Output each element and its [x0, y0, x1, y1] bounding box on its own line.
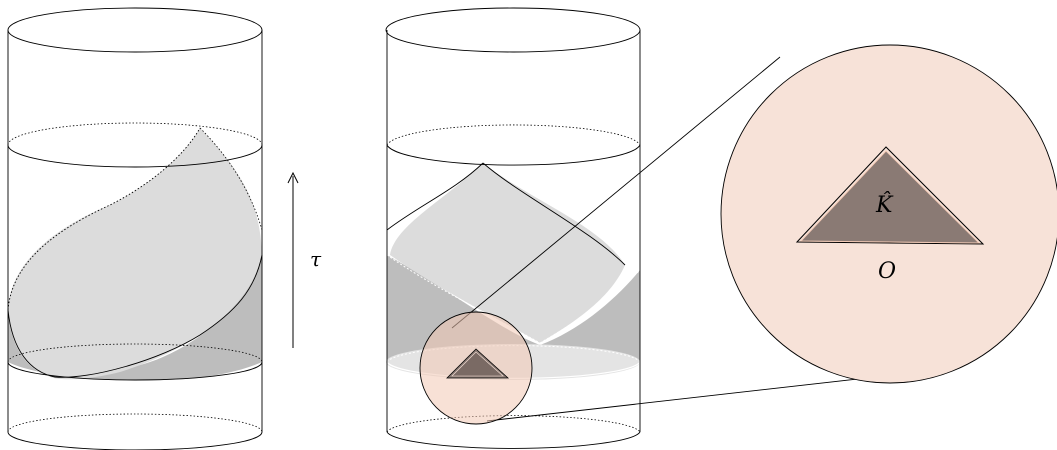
left-top-ellipse — [7, 7, 263, 53]
left-upper-boundary-right — [199, 127, 263, 231]
left-bottom-ellipse-back — [7, 413, 263, 433]
middle-light-surface — [390, 163, 625, 343]
zoomed-region-triangle-outline — [795, 146, 985, 245]
left-dark-band — [8, 255, 262, 381]
time-arrow: τ — [287, 171, 322, 348]
time-label: τ — [310, 247, 322, 271]
zoomed-view: K̂ O — [720, 44, 1057, 384]
middle-middle-ellipse-back — [386, 124, 641, 146]
left-lower-ellipse-front — [7, 361, 263, 381]
zoom-connector-top — [451, 56, 781, 329]
region-label: K̂ — [875, 192, 894, 218]
zoom-connector-bottom — [486, 374, 894, 422]
middle-lens-top-left — [386, 162, 484, 231]
small-magnifier — [419, 311, 533, 425]
left-middle-ellipse-front — [7, 144, 263, 168]
left-lower-ellipse-back — [7, 343, 263, 363]
small-region-triangle-inner — [451, 351, 504, 377]
arrow-head-icon — [287, 171, 299, 184]
left-light-surface — [8, 128, 262, 380]
left-bottom-ellipse-front — [7, 431, 263, 450]
middle-lens-lower-right — [539, 269, 641, 344]
zoomed-region-triangle — [799, 150, 981, 244]
left-lower-boundary — [7, 254, 263, 378]
middle-middle-ellipse-front — [386, 144, 641, 166]
middle-lens-top-right — [482, 162, 626, 266]
middle-bottom-ellipse-front — [386, 431, 641, 449]
point-label: O — [878, 259, 896, 284]
left-middle-ellipse-back — [7, 122, 263, 146]
middle-bottom-ellipse-back — [386, 415, 641, 433]
left-upper-boundary — [7, 127, 201, 311]
middle-top-ellipse — [385, 7, 641, 53]
left-cylinder — [7, 7, 263, 450]
